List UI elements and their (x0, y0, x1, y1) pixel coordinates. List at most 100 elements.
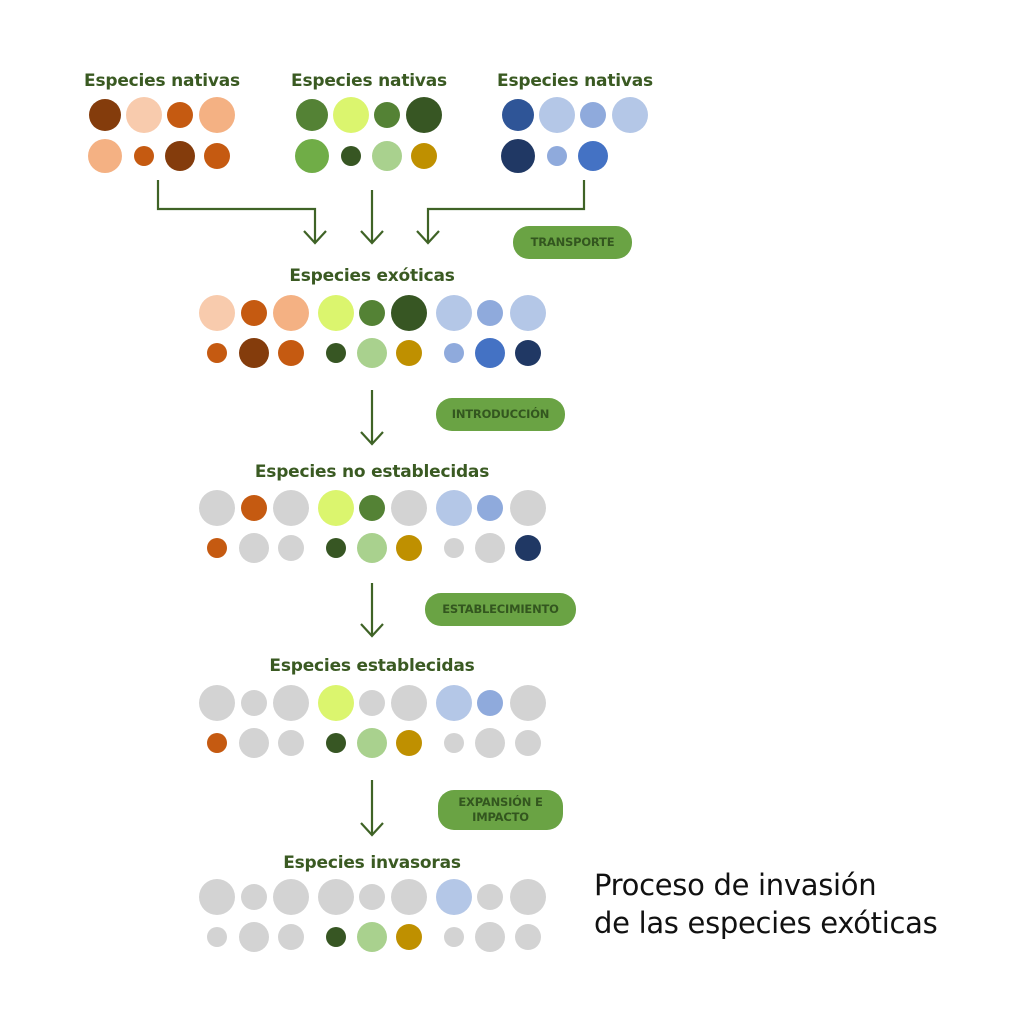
native-species-dot (296, 99, 328, 131)
native-species-dot (502, 99, 534, 131)
lost-species-dot (239, 533, 269, 563)
native-species-dot (580, 102, 606, 128)
lost-species-dot (318, 879, 354, 915)
species-dot (436, 295, 472, 331)
stage-no-establecidas-heading: Especies no establecidas (254, 462, 490, 482)
lost-species-dot (199, 685, 235, 721)
native-species-dot (406, 97, 442, 133)
native-species-dot (341, 146, 361, 166)
native-group-1-heading: Especies nativas (84, 71, 240, 91)
native-species-dot (89, 99, 121, 131)
species-dot (326, 343, 346, 363)
species-dot (477, 495, 503, 521)
native-species-dot (126, 97, 162, 133)
species-dot (357, 728, 387, 758)
native-species-dot (295, 139, 329, 173)
native-species-dot (165, 141, 195, 171)
native-species-dot (134, 146, 154, 166)
flow-arrows (156, 180, 586, 837)
native-species-dot (333, 97, 369, 133)
lost-species-dot (510, 879, 546, 915)
species-dot (241, 300, 267, 326)
species-dot (326, 927, 346, 947)
lost-species-dot (444, 927, 464, 947)
arrow-expansion-head (360, 822, 384, 837)
stage-establecidas-heading: Especies establecidas (269, 656, 475, 676)
lost-species-dot (241, 884, 267, 910)
species-dot (396, 924, 422, 950)
species-dot (357, 922, 387, 952)
lost-species-dot (391, 879, 427, 915)
native-species-dot (372, 141, 402, 171)
lost-species-dot (278, 730, 304, 756)
lost-species-dot (477, 884, 503, 910)
native-group-2-heading: Especies nativas (291, 71, 447, 91)
lost-species-dot (475, 728, 505, 758)
lost-species-dot (207, 927, 227, 947)
species-dot (359, 495, 385, 521)
species-dot (359, 300, 385, 326)
species-dot (318, 490, 354, 526)
species-dot (357, 533, 387, 563)
species-dot (207, 733, 227, 753)
species-dot (391, 295, 427, 331)
arrow-native-center-head (360, 230, 384, 245)
native-group-3-heading: Especies nativas (497, 71, 653, 91)
lost-species-dot (273, 490, 309, 526)
arrow-native-left-head (303, 230, 327, 245)
lost-species-dot (199, 879, 235, 915)
lost-species-dot (241, 690, 267, 716)
step-expansion-line2: IMPACTO (472, 810, 529, 824)
species-dot (396, 535, 422, 561)
lost-species-dot (391, 490, 427, 526)
native-species-dot (167, 102, 193, 128)
species-circles (88, 97, 648, 952)
species-dot (515, 340, 541, 366)
species-dot (477, 300, 503, 326)
title-line-2: de las especies exóticas (594, 906, 938, 940)
native-species-dot (547, 146, 567, 166)
species-dot (318, 685, 354, 721)
native-species-dot (578, 141, 608, 171)
lost-species-dot (278, 924, 304, 950)
species-dot (436, 490, 472, 526)
step-establecimiento-badge: ESTABLECIMIENTO (425, 593, 576, 626)
lost-species-dot (510, 490, 546, 526)
species-dot (239, 338, 269, 368)
arrow-native-left (156, 180, 317, 242)
lost-species-dot (515, 924, 541, 950)
arrow-introduccion-head (360, 431, 384, 446)
species-dot (199, 295, 235, 331)
species-dot (326, 733, 346, 753)
arrow-establecimiento-head (360, 623, 384, 638)
step-transporte-badge: TRANSPORTE (513, 226, 632, 259)
stage-exoticas-heading: Especies exóticas (289, 266, 455, 286)
step-introduccion-badge: INTRODUCCIÓN (436, 398, 565, 431)
species-dot (278, 340, 304, 366)
lost-species-dot (475, 922, 505, 952)
lost-species-dot (515, 730, 541, 756)
lost-species-dot (444, 538, 464, 558)
species-dot (207, 538, 227, 558)
species-dot (510, 295, 546, 331)
species-dot (396, 730, 422, 756)
lost-species-dot (510, 685, 546, 721)
lost-species-dot (475, 533, 505, 563)
lost-species-dot (359, 690, 385, 716)
species-dot (273, 295, 309, 331)
lost-species-dot (359, 884, 385, 910)
species-dot (436, 685, 472, 721)
species-dot (318, 295, 354, 331)
species-dot (326, 538, 346, 558)
lost-species-dot (273, 685, 309, 721)
lost-species-dot (199, 490, 235, 526)
native-species-dot (539, 97, 575, 133)
native-species-dot (501, 139, 535, 173)
species-dot (357, 338, 387, 368)
species-dot (207, 343, 227, 363)
species-dot (515, 535, 541, 561)
species-dot (477, 690, 503, 716)
step-expansion-line1: EXPANSIÓN E (458, 795, 543, 809)
native-species-dot (374, 102, 400, 128)
